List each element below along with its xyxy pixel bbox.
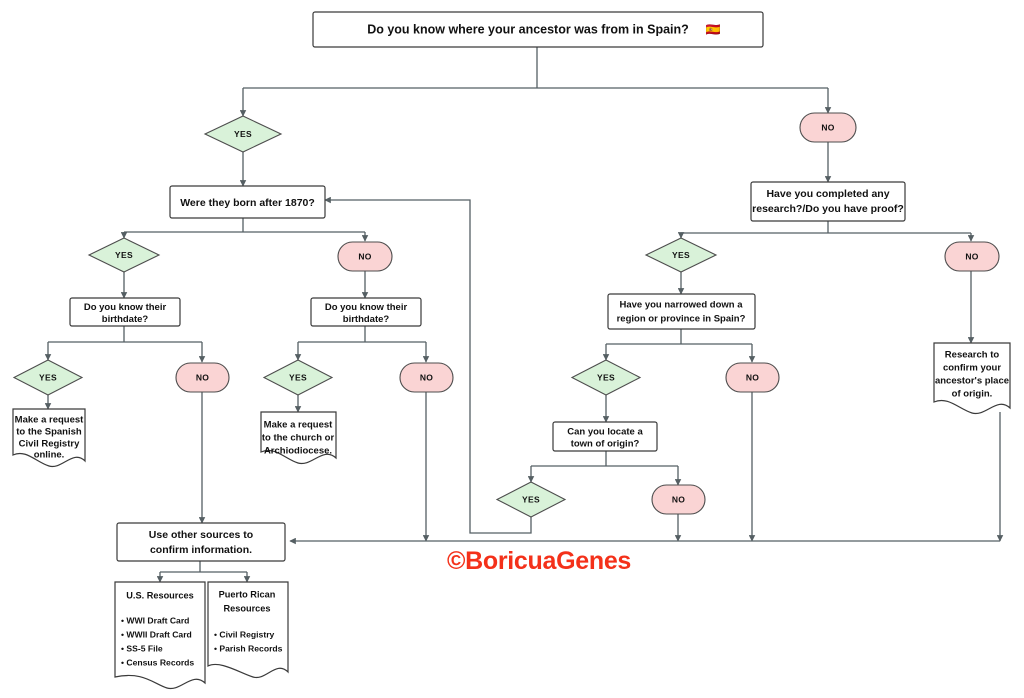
badge-1870-no[interactable]: NO (337, 241, 393, 272)
research-confirm-line3: ancestor's place (935, 376, 1009, 387)
pr-resources-item-0: • Civil Registry (214, 629, 275, 639)
spain-flag-icon: 🇪🇸 (706, 23, 721, 37)
badge-label: YES (115, 250, 133, 260)
badge-birthdate-left-no[interactable]: NO (175, 362, 230, 393)
born-after-1870-label: Were they born after 1870? (180, 197, 315, 209)
node-use-other-sources[interactable]: Use other sources to confirm information… (116, 522, 286, 562)
pr-resources-item-1: • Parish Records (214, 643, 283, 653)
node-root-question[interactable]: Do you know where your ancestor was from… (312, 11, 764, 48)
badge-label: YES (289, 372, 307, 382)
node-pr-resources-document[interactable]: Puerto Rican Resources • Civil Registry … (207, 581, 289, 679)
narrowed-region-line1: Have you narrowed down a (620, 300, 744, 311)
badge-label: YES (672, 250, 690, 260)
node-research-confirm-document[interactable]: Research to confirm your ancestor's plac… (933, 342, 1011, 415)
civil-registry-line1: Make a request (15, 415, 84, 426)
badge-label: NO (965, 251, 978, 261)
svg-text:Do you know where your ancesto: Do you know where your ancestor was from… (367, 23, 689, 37)
church-line1: Make a request (264, 420, 333, 431)
badge-label: NO (746, 372, 759, 382)
civil-registry-line4: online. (34, 450, 65, 461)
badge-birthdate-left-yes[interactable]: YES (12, 359, 84, 396)
locate-town-line1: Can you locate a (567, 427, 643, 438)
badge-root-no[interactable]: NO (799, 112, 857, 143)
badge-town-yes[interactable]: YES (495, 481, 567, 518)
narrowed-region-line2: region or province in Spain? (617, 314, 746, 325)
node-civil-registry-document[interactable]: Make a request to the Spanish Civil Regi… (12, 408, 86, 468)
badge-research-no[interactable]: NO (944, 241, 1000, 272)
node-church-document[interactable]: Make a request to the church or Archiodi… (260, 411, 337, 465)
locate-town-line2: town of origin? (571, 439, 640, 450)
pr-resources-heading-line2: Resources (224, 603, 271, 613)
edge-layer (44, 47, 1004, 583)
us-resources-item-2: • SS-5 File (121, 643, 163, 653)
edge-townyes-loopback-1870 (324, 196, 532, 534)
node-completed-research[interactable]: Have you completed any research?/Do you … (750, 181, 906, 222)
completed-research-line2: research?/Do you have proof? (752, 203, 904, 215)
us-resources-item-0: • WWI Draft Card (121, 615, 189, 625)
badge-region-yes[interactable]: YES (570, 359, 642, 396)
badge-label: YES (597, 372, 615, 382)
badge-town-no[interactable]: NO (651, 484, 706, 515)
badge-region-no[interactable]: NO (725, 362, 780, 393)
badge-label: NO (196, 372, 209, 382)
birthdate-left-line2: birthdate? (102, 314, 149, 325)
node-narrowed-region[interactable]: Have you narrowed down a region or provi… (607, 293, 756, 330)
badge-research-yes[interactable]: YES (644, 237, 718, 273)
badge-label: YES (234, 129, 252, 139)
church-line3: Archiodiocese. (264, 446, 332, 457)
birthdate-left-line1: Do you know their (84, 302, 167, 313)
badge-label: YES (39, 372, 57, 382)
badge-label: NO (821, 122, 834, 132)
research-confirm-line1: Research to (945, 350, 1000, 361)
watermark-boricuagenes: ©BoricuaGenes (447, 547, 632, 575)
root-question-label: Do you know where your ancestor was from… (367, 23, 689, 37)
badge-label: NO (420, 372, 433, 382)
pr-resources-heading-line1: Puerto Rican (219, 589, 276, 599)
node-birthdate-left[interactable]: Do you know their birthdate? (69, 297, 181, 327)
civil-registry-line3: Civil Registry (19, 439, 80, 450)
completed-research-line1: Have you completed any (766, 188, 889, 200)
badge-birthdate-right-no[interactable]: NO (399, 362, 454, 393)
badge-1870-yes[interactable]: YES (87, 237, 161, 273)
civil-registry-line2: to the Spanish (16, 427, 82, 438)
badge-label: NO (672, 494, 685, 504)
badge-birthdate-right-yes[interactable]: YES (262, 359, 334, 396)
badge-label: NO (358, 251, 371, 261)
us-resources-item-3: • Census Records (121, 657, 194, 667)
badge-label: YES (522, 494, 540, 504)
node-locate-town[interactable]: Can you locate a town of origin? (552, 421, 658, 452)
birthdate-right-line1: Do you know their (325, 302, 408, 313)
us-resources-item-1: • WWII Draft Card (121, 629, 192, 639)
birthdate-right-line2: birthdate? (343, 314, 390, 325)
use-other-sources-line2: confirm information. (150, 544, 252, 556)
research-confirm-line4: of origin. (952, 389, 993, 400)
us-resources-heading: U.S. Resources (126, 590, 193, 600)
research-confirm-line2: confirm your (943, 363, 1001, 374)
church-line2: to the church or (262, 433, 335, 444)
node-birthdate-right[interactable]: Do you know their birthdate? (310, 297, 422, 327)
use-other-sources-line1: Use other sources to (149, 529, 253, 541)
node-born-after-1870[interactable]: Were they born after 1870? (169, 185, 326, 219)
badge-root-yes[interactable]: YES (203, 115, 283, 153)
node-us-resources-document[interactable]: U.S. Resources • WWI Draft Card • WWII D… (114, 581, 206, 690)
